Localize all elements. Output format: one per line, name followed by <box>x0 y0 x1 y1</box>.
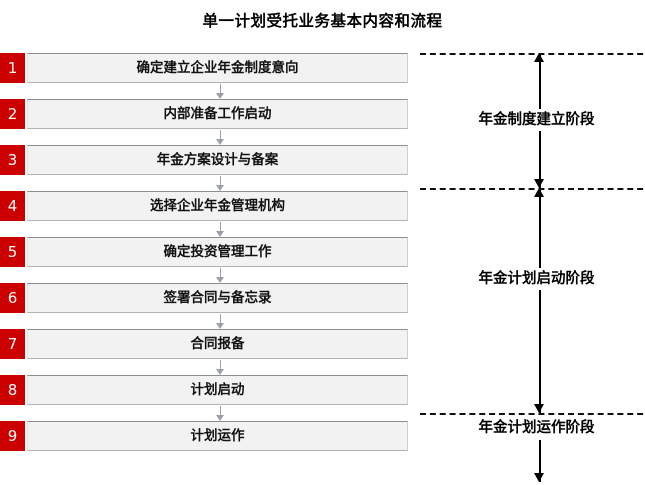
connector-stem <box>220 130 221 140</box>
arrow-down-icon <box>216 277 224 283</box>
step-number-badge-5: 5 <box>0 237 25 267</box>
connector-stem <box>220 360 221 370</box>
arrow-down-icon <box>216 369 224 375</box>
connector-arrow-4-to-5 <box>216 222 225 237</box>
phase-divider-1 <box>420 53 645 55</box>
arrow-down-icon <box>216 415 224 421</box>
connector-arrow-6-to-7 <box>216 314 225 329</box>
step-number-badge-9: 9 <box>0 421 25 451</box>
arrow-down-icon <box>216 139 224 145</box>
connector-arrow-1-to-2 <box>216 84 225 99</box>
step-box-9[interactable]: 计划运作 <box>27 421 408 451</box>
phase-measure-arrow-2 <box>534 188 545 413</box>
connector-stem <box>220 268 221 278</box>
connector-stem <box>220 222 221 232</box>
step-label-7: 合同报备 <box>190 336 245 352</box>
arrow-down-icon <box>534 404 544 413</box>
flow-step-4[interactable]: 4 选择企业年金管理机构 <box>0 191 412 221</box>
phase-label-2: 年金计划启动阶段 <box>420 268 645 290</box>
page-title: 单一计划受托业务基本内容和流程 <box>202 12 443 30</box>
connector-stem <box>220 314 221 324</box>
phase-divider-3 <box>420 413 645 415</box>
arrow-up-icon <box>534 188 544 197</box>
phases-column: 年金制度建立阶段 年金计划启动阶段 年金计划运作阶段 <box>412 0 645 485</box>
flow-step-6[interactable]: 6 签署合同与备忘录 <box>0 283 412 313</box>
connector-arrow-3-to-4 <box>216 176 225 191</box>
step-box-4[interactable]: 选择企业年金管理机构 <box>27 191 408 221</box>
flow-step-1[interactable]: 1 确定建立企业年金制度意向 <box>0 53 412 83</box>
flow-step-5[interactable]: 5 确定投资管理工作 <box>0 237 412 267</box>
step-label-3: 年金方案设计与备案 <box>156 152 279 168</box>
connector-stem <box>220 406 221 416</box>
phase-divider-2 <box>420 188 645 190</box>
step-label-8: 计划启动 <box>190 382 245 398</box>
arrow-down-icon <box>216 93 224 99</box>
flow-step-7[interactable]: 7 合同报备 <box>0 329 412 359</box>
connector-stem <box>220 176 221 186</box>
step-box-7[interactable]: 合同报备 <box>27 329 408 359</box>
step-label-9: 计划运作 <box>190 428 245 444</box>
step-number-badge-4: 4 <box>0 191 25 221</box>
flowchart-steps-column: 1 确定建立企业年金制度意向 2 内部准备工作启动 3 年金方案设计与备案 4 … <box>0 53 412 451</box>
arrow-up-icon <box>534 53 544 62</box>
step-number-badge-3: 3 <box>0 145 25 175</box>
step-number-badge-1: 1 <box>0 53 25 83</box>
flow-step-3[interactable]: 3 年金方案设计与备案 <box>0 145 412 175</box>
step-number-badge-2: 2 <box>0 99 25 129</box>
measure-stem <box>539 440 541 482</box>
step-box-8[interactable]: 计划启动 <box>27 375 408 405</box>
arrow-down-icon <box>534 179 544 188</box>
flow-step-9[interactable]: 9 计划运作 <box>0 421 412 451</box>
step-label-4: 选择企业年金管理机构 <box>150 198 285 214</box>
arrow-down-icon <box>216 231 224 237</box>
connector-arrow-5-to-6 <box>216 268 225 283</box>
step-box-3[interactable]: 年金方案设计与备案 <box>27 145 408 175</box>
step-box-2[interactable]: 内部准备工作启动 <box>27 99 408 129</box>
step-label-2: 内部准备工作启动 <box>163 106 272 122</box>
connector-arrow-2-to-3 <box>216 130 225 145</box>
flow-step-8[interactable]: 8 计划启动 <box>0 375 412 405</box>
step-label-6: 签署合同与备忘录 <box>163 290 272 306</box>
phase-measure-arrow-3 <box>534 440 545 482</box>
step-box-5[interactable]: 确定投资管理工作 <box>27 237 408 267</box>
step-number-badge-6: 6 <box>0 283 25 313</box>
step-label-5: 确定投资管理工作 <box>163 244 272 260</box>
step-box-6[interactable]: 签署合同与备忘录 <box>27 283 408 313</box>
phase-label-3: 年金计划运作阶段 <box>420 417 645 439</box>
step-label-1: 确定建立企业年金制度意向 <box>136 60 299 76</box>
connector-arrow-7-to-8 <box>216 360 225 375</box>
arrow-down-icon <box>216 185 224 191</box>
measure-stem <box>539 188 541 413</box>
connector-stem <box>220 84 221 94</box>
flow-step-2[interactable]: 2 内部准备工作启动 <box>0 99 412 129</box>
step-number-badge-8: 8 <box>0 375 25 405</box>
step-box-1[interactable]: 确定建立企业年金制度意向 <box>27 53 408 83</box>
arrow-down-icon <box>534 473 544 482</box>
step-number-badge-7: 7 <box>0 329 25 359</box>
connector-arrow-8-to-9 <box>216 406 225 421</box>
arrow-down-icon <box>216 323 224 329</box>
phase-label-1: 年金制度建立阶段 <box>420 109 645 131</box>
